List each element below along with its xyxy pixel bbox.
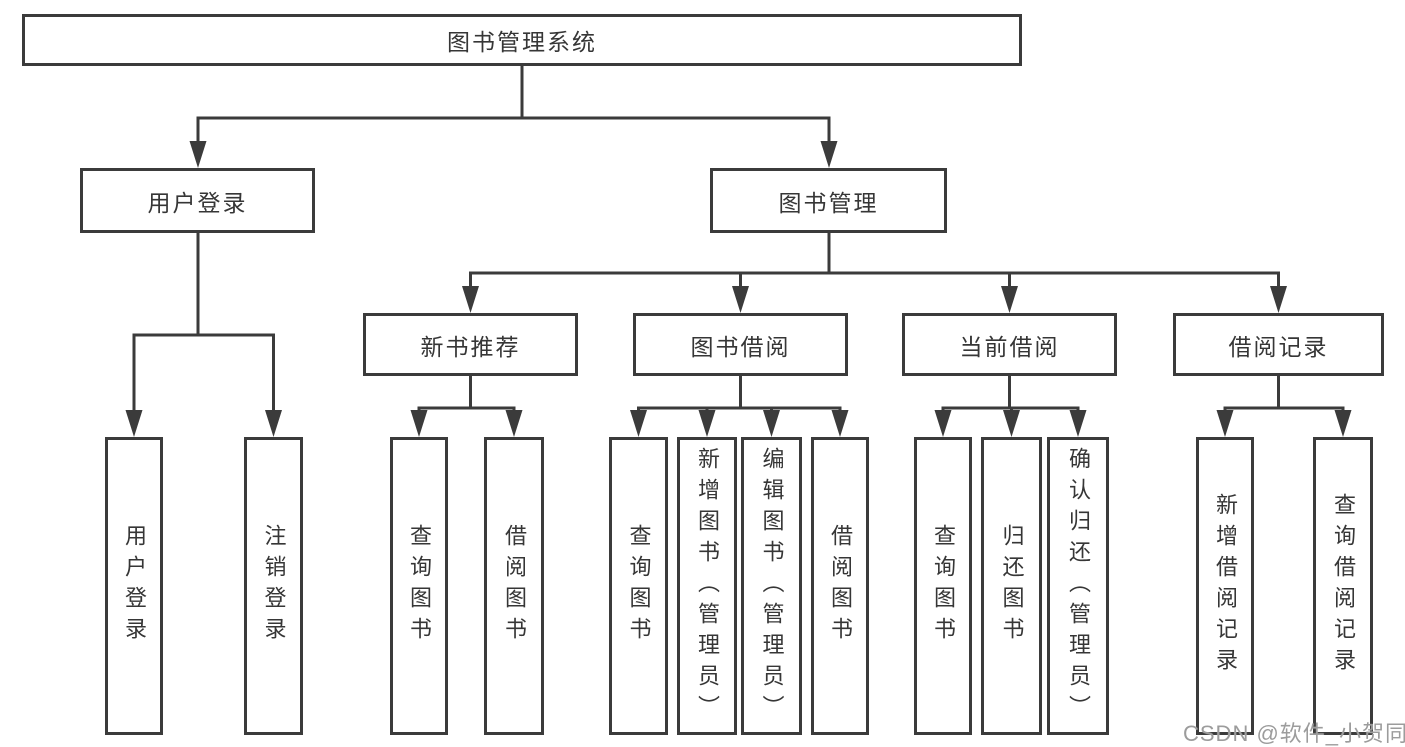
leaf-edit-books-admin: 编辑图书（管理员）	[741, 437, 802, 735]
node-label: 查询图书	[931, 524, 956, 648]
node-new-book-recommendation: 新书推荐	[363, 313, 578, 376]
node-label: 查询借阅记录	[1331, 493, 1356, 679]
arrowheads	[125, 141, 1352, 437]
node-label: 注销登录	[261, 524, 287, 648]
node-label: 新增借阅记录	[1213, 493, 1238, 679]
node-user-login: 用户登录	[80, 168, 315, 233]
node-label: 查询图书	[407, 524, 432, 648]
leaf-logout-login: 注销登录	[244, 437, 303, 735]
node-label: 新增图书（管理员）	[695, 446, 720, 726]
leaf-add-books-admin: 新增图书（管理员）	[677, 437, 737, 735]
leaf-borrowing-borrow-books: 借阅图书	[811, 437, 869, 735]
node-label: 借阅图书	[502, 524, 527, 648]
node-label: 确认归还（管理员）	[1066, 446, 1091, 726]
node-label: 借阅记录	[1228, 333, 1329, 360]
csdn-watermark: CSDN @软件_小贺同学	[1183, 721, 1405, 746]
leaf-current-search-books: 查询图书	[914, 437, 972, 735]
node-library-management-system: 图书管理系统	[22, 14, 1022, 66]
node-label: 查询图书	[626, 524, 652, 648]
node-label: 用户登录	[122, 524, 147, 648]
node-current-borrowing: 当前借阅	[902, 313, 1117, 376]
node-label: 归还图书	[999, 524, 1025, 648]
leaf-search-borrow-record: 查询借阅记录	[1313, 437, 1373, 735]
node-label: 图书借阅	[690, 333, 791, 360]
leaf-recommend-search-books: 查询图书	[390, 437, 448, 735]
leaf-confirm-return-admin: 确认归还（管理员）	[1047, 437, 1109, 735]
node-label: 图书管理系统	[447, 29, 597, 55]
node-book-management: 图书管理	[710, 168, 947, 233]
leaf-return-books: 归还图书	[981, 437, 1042, 735]
leaf-borrowing-search-books: 查询图书	[609, 437, 668, 735]
leaf-recommend-borrow-books: 借阅图书	[484, 437, 544, 735]
node-book-borrowing: 图书借阅	[633, 313, 848, 376]
node-label: 图书管理	[778, 189, 879, 216]
node-label: 编辑图书（管理员）	[759, 446, 785, 726]
node-label: 借阅图书	[828, 524, 853, 648]
leaf-add-borrow-record: 新增借阅记录	[1196, 437, 1254, 735]
node-borrowing-records: 借阅记录	[1173, 313, 1384, 376]
node-label: 当前借阅	[959, 333, 1060, 360]
node-label: 用户登录	[147, 189, 248, 216]
node-label: 新书推荐	[420, 333, 521, 360]
leaf-user-login: 用户登录	[105, 437, 163, 735]
